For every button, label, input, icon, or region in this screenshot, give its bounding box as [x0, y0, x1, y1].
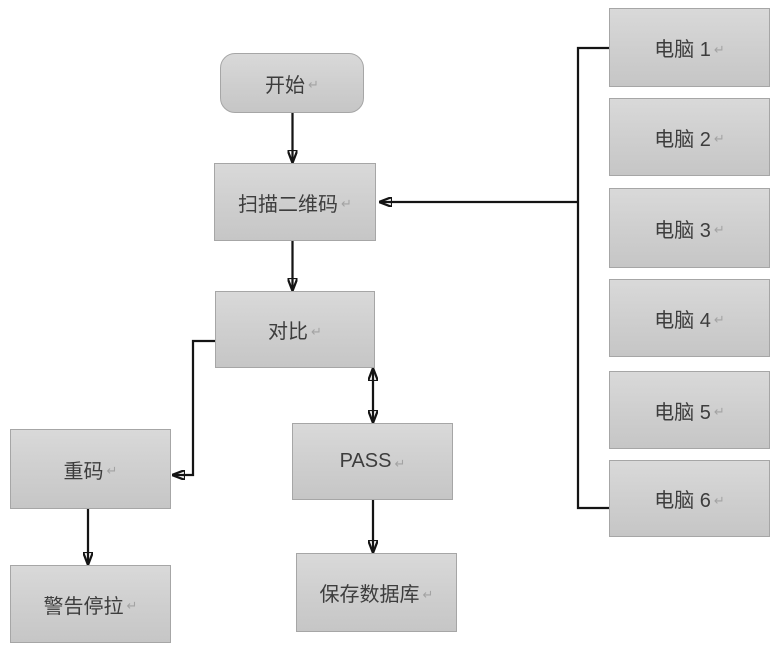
node-computer-5-label: 电脑 5: [654, 401, 711, 424]
node-pass[interactable]: PASS↵: [292, 423, 453, 500]
paragraph-mark-icon: ↵: [713, 131, 725, 146]
paragraph-mark-icon: ↵: [713, 404, 725, 419]
computers-bracket[interactable]: [576, 46, 609, 510]
node-computer-1-label: 电脑 1: [654, 39, 711, 61]
node-computer-4[interactable]: 电脑 4↵: [609, 279, 770, 357]
node-save-database-label: 保存数据库: [319, 584, 420, 606]
node-computer-2-label: 电脑 2: [654, 128, 711, 151]
paragraph-mark-icon: ↵: [106, 463, 118, 478]
node-computer-3[interactable]: 电脑 3↵: [609, 188, 770, 268]
paragraph-mark-icon: ↵: [394, 455, 406, 471]
connector-compare-to-duplicate-elbow[interactable]: [173, 339, 215, 475]
node-computer-5[interactable]: 电脑 5↵: [609, 371, 770, 449]
node-duplicate-code[interactable]: 重码↵: [10, 429, 171, 509]
paragraph-mark-icon: ↵: [713, 312, 725, 327]
node-computer-6[interactable]: 电脑 6↵: [609, 460, 770, 537]
node-scan-qrcode[interactable]: 扫描二维码↵: [214, 163, 376, 241]
paragraph-mark-icon: ↵: [311, 323, 322, 339]
node-start-label: 开始: [265, 74, 306, 97]
node-pass-label: PASS: [339, 450, 392, 472]
node-computer-3-label: 电脑 3: [654, 219, 711, 242]
node-compare-label: 对比: [268, 321, 309, 343]
paragraph-mark-icon: ↵: [422, 586, 434, 602]
node-duplicate-code-label: 重码: [63, 460, 104, 483]
node-save-database[interactable]: 保存数据库↵: [296, 553, 457, 632]
node-warning-stop[interactable]: 警告停拉↵: [10, 565, 171, 643]
paragraph-mark-icon: ↵: [713, 41, 725, 57]
node-computer-6-label: 电脑 6: [654, 490, 711, 512]
node-compare[interactable]: 对比↵: [215, 291, 375, 368]
node-warning-stop-label: 警告停拉: [43, 595, 124, 618]
node-scan-qrcode-label: 扫描二维码: [238, 193, 339, 216]
node-computer-4-label: 电脑 4: [654, 309, 711, 332]
node-computer-1[interactable]: 电脑 1↵: [609, 8, 770, 87]
paragraph-mark-icon: ↵: [308, 77, 319, 92]
node-start[interactable]: 开始↵: [220, 53, 364, 113]
paragraph-mark-icon: ↵: [713, 222, 725, 237]
paragraph-mark-icon: ↵: [713, 492, 725, 508]
paragraph-mark-icon: ↵: [341, 196, 352, 211]
paragraph-mark-icon: ↵: [126, 598, 138, 613]
node-computer-2[interactable]: 电脑 2↵: [609, 98, 770, 176]
